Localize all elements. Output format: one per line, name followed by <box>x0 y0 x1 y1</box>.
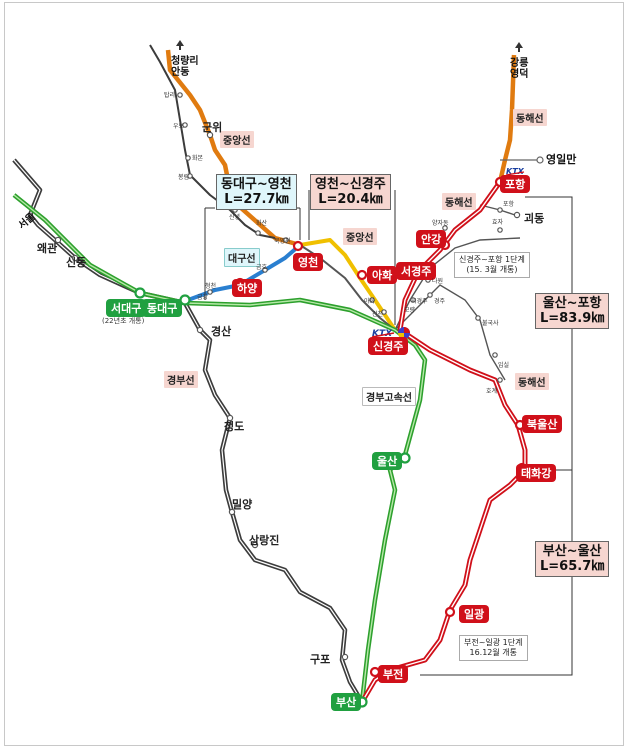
label-donghae-north: 동해선 <box>513 109 547 126</box>
yeongcheon-singyeongju-line <box>299 238 397 332</box>
small-station: 탑리 <box>164 92 176 99</box>
small-station: 포항 <box>503 201 515 208</box>
station-hayang: 하양 <box>232 279 263 297</box>
segment-dongdaegu-yeongcheon: 동대구~영천 L=27.7㎞ <box>216 174 297 210</box>
ktx-logo-icon: KTX <box>505 167 525 176</box>
segment-length: L=27.7㎞ <box>224 192 289 207</box>
small-station: 호계 <box>486 388 498 395</box>
note-singyeongju-pohang: 신경주~포항 1단계 (15. 3월 개통) <box>454 252 530 278</box>
small-station: 봉림 <box>178 174 190 181</box>
label-donghae-south: 동해선 <box>515 373 549 390</box>
station-samnangjin: 삼랑진 <box>249 534 280 547</box>
small-station: 효자 <box>492 219 504 226</box>
station-pohang: 포항 <box>500 175 531 193</box>
note-bujeon-ilgwang: 부전~일광 1단계 16.12월 개통 <box>459 635 528 661</box>
station-taehwagang: 태화강 <box>516 464 557 482</box>
small-station: 건천 <box>372 311 384 318</box>
small-station: 우보 <box>173 123 185 130</box>
station-singyeongju: 신경주 <box>368 337 409 355</box>
station-goedong: 괴동 <box>524 212 545 225</box>
small-station: 나원 <box>432 278 444 285</box>
station-busan: 부산 <box>331 693 362 711</box>
segment-ulsan-pohang: 울산~포항 L=83.9㎞ <box>535 293 610 329</box>
up-arrow-icon <box>515 42 523 52</box>
station-ulsan: 울산 <box>372 452 403 470</box>
small-station: 신녕 <box>229 214 241 221</box>
dest-yeongilman: 영일만 <box>546 153 577 166</box>
station-bukulsan: 북울산 <box>522 415 563 433</box>
small-station: 경주 <box>434 298 446 305</box>
small-station: 불국사 <box>482 320 499 327</box>
segment-length: L=65.7㎞ <box>540 559 605 574</box>
donghae-north-line <box>497 54 517 183</box>
small-station: 시경주 <box>411 298 428 305</box>
small-station: 화본 <box>192 155 204 162</box>
up-arrow-icon <box>176 40 184 50</box>
label-jungang-north: 중앙선 <box>220 131 254 148</box>
station-bujeon: 부전 <box>378 665 409 683</box>
station-angang: 안강 <box>416 230 447 248</box>
small-station: 금호 <box>256 264 268 271</box>
segment-name: 영천~신경주 <box>315 177 386 192</box>
gyeongju-local-line <box>394 284 506 381</box>
segment-yeongcheon-singyeongju: 영천~신경주 L=20.4㎞ <box>310 174 391 210</box>
station-cheongdo: 청도 <box>224 420 245 433</box>
small-station: 입실 <box>498 362 510 369</box>
svg-text:KTX: KTX <box>506 167 525 176</box>
station-miryang: 밀양 <box>232 498 253 511</box>
label-gyeongbu-line: 경부선 <box>164 371 198 388</box>
segment-length: L=20.4㎞ <box>318 192 383 207</box>
small-station: 모량 <box>404 307 416 314</box>
ulsan-branch-line <box>394 237 521 331</box>
svg-text:KTX: KTX <box>372 329 393 339</box>
small-station: 금강 <box>197 294 209 301</box>
label-daegu-line: 대구선 <box>224 248 260 267</box>
station-seodaegu: 서대구 <box>106 299 147 317</box>
segment-name: 부산~울산 <box>542 544 602 559</box>
label-jungang-mid: 중앙선 <box>343 228 377 245</box>
dest-gangneung-yeongdeok: 강릉 영덕 <box>510 58 529 80</box>
small-station: 아화 <box>364 298 376 305</box>
station-gyeongsan: 경산 <box>211 325 232 338</box>
map-frame <box>4 2 624 746</box>
small-station: 청천 <box>205 283 217 290</box>
station-waegwan: 왜관 <box>37 242 58 255</box>
station-seogyeongju: 서경주 <box>396 262 437 280</box>
segment-length: L=83.9㎞ <box>540 311 605 326</box>
small-station: 북영천 <box>274 238 291 245</box>
label-gyeongbu-hsr: 경부고속선 <box>362 387 416 406</box>
segment-name: 울산~포항 <box>542 296 602 311</box>
jungang-line-path <box>165 49 301 248</box>
station-sindong: 신동 <box>66 256 87 269</box>
label-donghae-mid: 동해선 <box>442 193 476 210</box>
station-gupo: 구포 <box>310 653 331 666</box>
segment-busan-ulsan: 부산~울산 L=65.7㎞ <box>535 541 610 577</box>
small-station: 화산 <box>256 220 268 227</box>
dest-cheongnyangni-andong: 청량리 안동 <box>171 56 199 78</box>
segment-bracket-yeongcheon <box>308 190 396 325</box>
station-ahwa: 아화 <box>367 266 398 284</box>
small-station: 양자동 <box>432 220 449 227</box>
station-yeongcheon: 영천 <box>293 253 324 271</box>
segment-name: 동대구~영천 <box>221 177 292 192</box>
station-dongdaegu: 동대구 <box>142 299 183 317</box>
ktx-logo-icon: KTX <box>371 329 395 339</box>
station-ilgwang: 일광 <box>459 605 490 623</box>
station-gunwi: 군위 <box>202 121 223 134</box>
segment-bracket-dongdaegu <box>204 207 301 300</box>
station-seodaegu-note: (22년초 개통) <box>102 317 145 325</box>
